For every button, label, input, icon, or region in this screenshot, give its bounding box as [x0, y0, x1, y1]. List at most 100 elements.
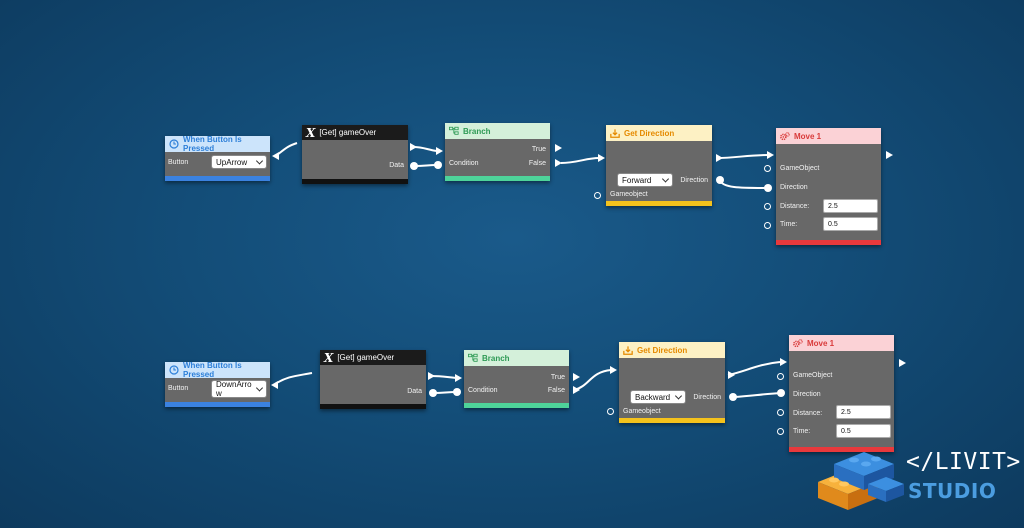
direction-output-pin[interactable] [729, 393, 737, 401]
variable-x-icon: X [306, 125, 316, 140]
download-arrow-icon [623, 345, 633, 355]
node-title: Get Direction [624, 128, 675, 138]
node-footer [464, 403, 569, 408]
move-node[interactable]: Move 1 GameObject Direction Distance: 2.… [789, 335, 894, 452]
exec-output-pin[interactable] [886, 151, 893, 159]
condition-label: Condition [449, 160, 479, 167]
distance-label: Distance: [780, 203, 810, 210]
clock-icon [169, 365, 179, 375]
gameobject-label: Gameobject [623, 408, 661, 415]
logo-title: </LIVIT> [906, 449, 1021, 475]
gameobject-input-pin[interactable] [764, 165, 771, 172]
time-label: Time: [780, 221, 798, 228]
direction-input-pin[interactable] [764, 184, 772, 192]
false-output-pin[interactable] [555, 159, 562, 167]
distance-input[interactable]: 2.5 [836, 405, 891, 419]
direction-select[interactable]: Forward [617, 173, 673, 187]
direction-select[interactable]: Backward [630, 390, 686, 404]
node-footer [320, 404, 426, 409]
button-select-value: DownArrow [216, 380, 252, 398]
distance-input-pin[interactable] [764, 203, 771, 210]
exec-output-pin[interactable] [272, 152, 279, 160]
node-footer [165, 402, 270, 407]
gameobject-input-pin[interactable] [607, 408, 614, 415]
data-label: Data [389, 162, 404, 169]
exec-output-pin[interactable] [716, 154, 723, 162]
wire-data [719, 179, 768, 189]
exec-output-pin[interactable] [410, 143, 417, 151]
exec-input-pin[interactable] [436, 147, 443, 155]
data-output-pin[interactable] [429, 389, 437, 397]
exec-output-pin[interactable] [728, 371, 735, 379]
false-label: False [547, 387, 565, 394]
time-input-pin[interactable] [777, 428, 784, 435]
button-label: Button [168, 159, 189, 166]
data-output-pin[interactable] [410, 162, 418, 170]
distance-input[interactable]: 2.5 [823, 199, 878, 213]
node-title: Branch [463, 126, 491, 136]
exec-output-pin[interactable] [271, 381, 278, 389]
node-header: Get Direction [619, 342, 725, 358]
button-select[interactable]: DownArrow [211, 380, 267, 398]
true-label: True [550, 374, 565, 381]
branch-icon [449, 126, 459, 136]
true-output-pin[interactable] [555, 144, 562, 152]
direction-input-pin[interactable] [777, 389, 785, 397]
gameobject-label: GameObject [780, 165, 820, 172]
gameobject-input-pin[interactable] [777, 373, 784, 380]
direction-label: Direction [793, 391, 821, 398]
get-gameover-node[interactable]: X [Get] gameOver Data [302, 125, 408, 184]
node-title: Move 1 [794, 131, 822, 141]
wire-exec [716, 154, 769, 159]
exec-input-pin[interactable] [610, 366, 617, 374]
wire-exec [727, 361, 781, 376]
branch-node[interactable]: Branch True Condition False [464, 350, 569, 408]
branch-node[interactable]: Branch True Condition False [445, 123, 550, 181]
node-header: X [Get] gameOver [302, 125, 408, 140]
button-select-value: UpArrow [216, 157, 248, 167]
move-node[interactable]: Move 1 GameObject Direction Distance: 2.… [776, 128, 881, 245]
clock-icon [169, 139, 179, 149]
get-direction-node[interactable]: Get Direction Forward Direction Gameobje… [606, 125, 712, 206]
time-label: Time: [793, 428, 811, 435]
distance-label: Distance: [793, 410, 823, 417]
node-title: Branch [482, 353, 510, 363]
exec-input-pin[interactable] [598, 154, 605, 162]
wire-exec [560, 157, 600, 164]
node-header: Get Direction [606, 125, 712, 141]
condition-input-pin[interactable] [453, 388, 461, 396]
node-header: When Button Is Pressed [165, 135, 270, 153]
time-input-pin[interactable] [764, 222, 771, 229]
gameobject-input-pin[interactable] [594, 192, 601, 199]
button-label: Button [168, 385, 189, 392]
time-input[interactable]: 0.5 [823, 217, 878, 231]
true-output-pin[interactable] [573, 373, 580, 381]
node-footer [606, 201, 712, 206]
exec-input-pin[interactable] [767, 151, 774, 159]
logo-subtitle: STUDIO [908, 479, 997, 503]
when-button-pressed-node[interactable]: When Button Is Pressed Button DownArrow [165, 361, 270, 407]
chevron-down-icon [254, 381, 266, 397]
false-output-pin[interactable] [573, 386, 580, 394]
exec-output-pin[interactable] [899, 359, 906, 367]
when-button-pressed-node[interactable]: When Button Is Pressed Button UpArrow [165, 135, 270, 181]
distance-input-pin[interactable] [777, 409, 784, 416]
variable-x-icon: X [324, 350, 334, 365]
condition-input-pin[interactable] [434, 161, 442, 169]
direction-output-pin[interactable] [716, 176, 724, 184]
exec-input-pin[interactable] [455, 374, 462, 382]
node-footer [776, 240, 881, 245]
wire-exec [276, 142, 298, 156]
data-label: Data [407, 388, 422, 395]
button-select[interactable]: UpArrow [211, 155, 267, 169]
time-input[interactable]: 0.5 [836, 424, 891, 438]
exec-input-pin[interactable] [780, 358, 787, 366]
node-footer [302, 179, 408, 184]
get-direction-node[interactable]: Get Direction Backward Direction Gameobj… [619, 342, 725, 423]
get-gameover-node[interactable]: X [Get] gameOver Data [320, 350, 426, 409]
node-footer [619, 418, 725, 423]
node-footer [789, 447, 894, 452]
node-title: Get Direction [637, 345, 688, 355]
branch-icon [468, 353, 478, 363]
exec-output-pin[interactable] [428, 372, 435, 380]
